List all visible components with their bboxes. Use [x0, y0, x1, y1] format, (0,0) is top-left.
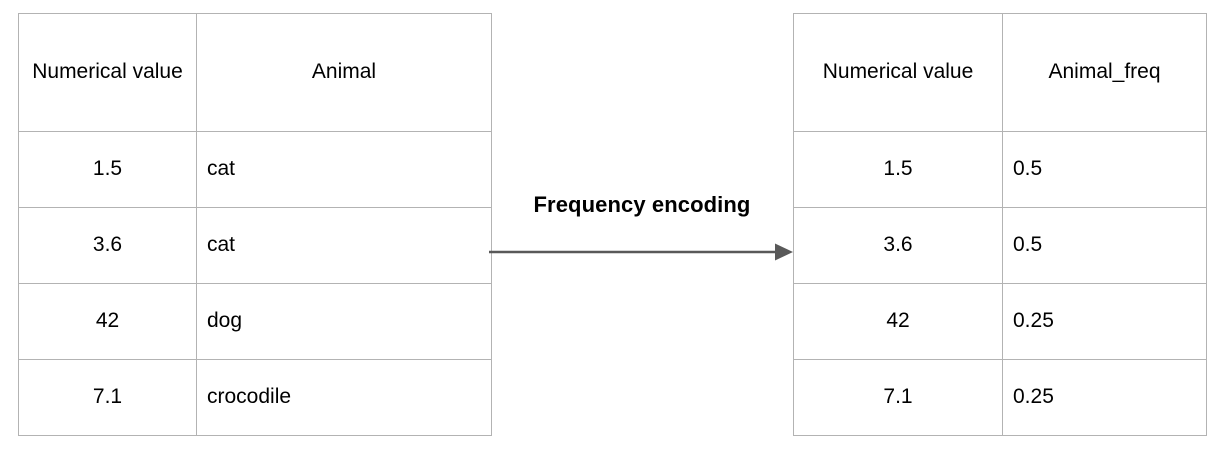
cell-animal: cat — [196, 131, 492, 208]
cell-animal-freq: 0.25 — [1002, 283, 1207, 360]
cell-animal: crocodile — [196, 359, 492, 436]
cell-animal: dog — [196, 283, 492, 360]
table-row: 1.5 0.5 — [793, 131, 1207, 208]
column-header-numerical-value: Numerical value — [18, 13, 197, 132]
cell-numerical-value: 7.1 — [793, 359, 1003, 436]
table-header-row: Numerical value Animal — [18, 13, 492, 132]
transform-label: Frequency encoding — [533, 192, 751, 217]
arrow-right-icon — [489, 243, 793, 261]
cell-numerical-value: 7.1 — [18, 359, 197, 436]
cell-numerical-value: 42 — [793, 283, 1003, 360]
table-row: 7.1 crocodile — [18, 359, 492, 436]
table-row: 42 dog — [18, 283, 492, 360]
table-row: 1.5 cat — [18, 131, 492, 208]
cell-numerical-value: 1.5 — [18, 131, 197, 208]
column-header-animal-freq: Animal_freq — [1002, 13, 1207, 132]
cell-animal-freq: 0.5 — [1002, 131, 1207, 208]
input-table: Numerical value Animal 1.5 cat 3.6 cat 4… — [18, 13, 492, 436]
table-row: 3.6 0.5 — [793, 207, 1207, 284]
table-header-row: Numerical value Animal_freq — [793, 13, 1207, 132]
cell-animal-freq: 0.5 — [1002, 207, 1207, 284]
output-table: Numerical value Animal_freq 1.5 0.5 3.6 … — [793, 13, 1207, 436]
table-row: 7.1 0.25 — [793, 359, 1207, 436]
cell-animal-freq: 0.25 — [1002, 359, 1207, 436]
cell-numerical-value: 3.6 — [18, 207, 197, 284]
transform-arrow — [489, 236, 795, 268]
cell-numerical-value: 1.5 — [793, 131, 1003, 208]
table-row: 3.6 cat — [18, 207, 492, 284]
column-header-numerical-value: Numerical value — [793, 13, 1003, 132]
cell-numerical-value: 42 — [18, 283, 197, 360]
column-header-animal: Animal — [196, 13, 492, 132]
cell-numerical-value: 3.6 — [793, 207, 1003, 284]
cell-animal: cat — [196, 207, 492, 284]
table-row: 42 0.25 — [793, 283, 1207, 360]
